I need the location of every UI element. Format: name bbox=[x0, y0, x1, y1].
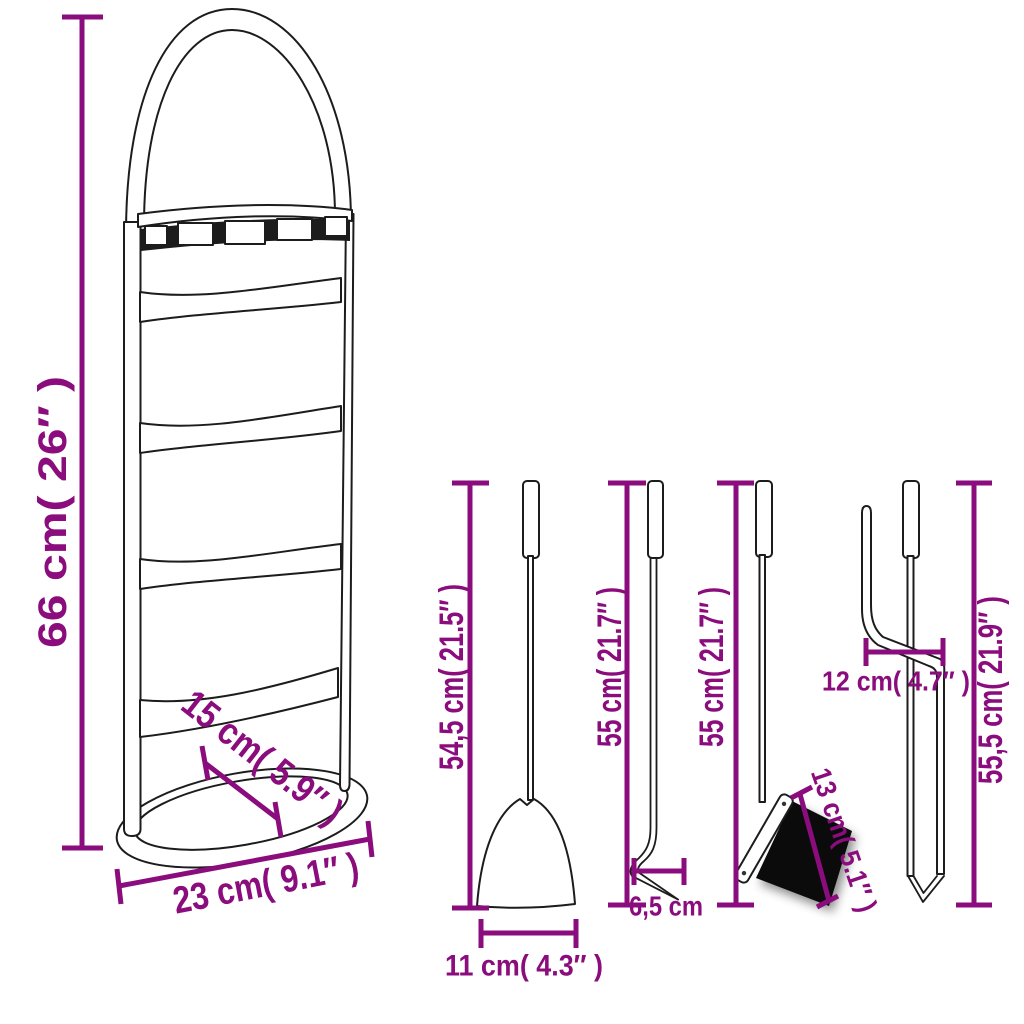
stand-height-label: 66 cm( 26″ ) bbox=[31, 376, 75, 648]
brush-handle bbox=[755, 480, 773, 558]
stand-arch-outer bbox=[125, 8, 352, 235]
stand-hook-square bbox=[276, 218, 313, 241]
brush-drawing bbox=[734, 480, 852, 906]
brush-plate-screw bbox=[781, 801, 787, 807]
brush-shaft bbox=[758, 554, 766, 803]
dim-cap bbox=[365, 820, 375, 858]
poker-height-label: 55 cm( 21.7″ ) bbox=[591, 587, 629, 747]
brush-bristle-head bbox=[756, 801, 852, 906]
fork-hook-label: 12 cm( 4.7″ ) bbox=[822, 666, 970, 697]
stand-band-1 bbox=[139, 277, 342, 323]
dim-cap bbox=[815, 893, 840, 910]
shovel-scoop bbox=[476, 798, 576, 909]
dim-cap bbox=[789, 784, 814, 801]
fork-main-shaft bbox=[906, 555, 915, 877]
stand-hook-bar bbox=[137, 204, 353, 228]
dim-cap bbox=[272, 801, 284, 838]
poker-handle bbox=[647, 480, 664, 559]
stand-hook-square bbox=[177, 222, 214, 246]
fork-handle bbox=[902, 480, 920, 559]
dim-line-stand-width bbox=[118, 836, 371, 889]
brush-height-label: 55 cm( 21.7″ ) bbox=[693, 587, 731, 747]
shovel-height-label: 54,5 cm( 21.5″ ) bbox=[433, 584, 471, 770]
shovel-shaft bbox=[527, 555, 534, 801]
stand-hook-square bbox=[144, 225, 168, 246]
fork-tip-inner bbox=[912, 875, 938, 894]
stand-hook-square bbox=[224, 220, 266, 245]
stand-hook-square bbox=[324, 216, 348, 237]
dim-cap bbox=[114, 868, 124, 905]
shovel-drawing bbox=[476, 480, 576, 909]
poker-tip-label: 6,5 cm bbox=[629, 891, 703, 922]
dim-cap bbox=[199, 745, 211, 781]
brush-mount-plate bbox=[734, 793, 794, 884]
shovel-handle bbox=[522, 480, 540, 559]
stand-band-2 bbox=[139, 405, 342, 454]
fork-height-label: 55,5 cm( 21.9″ ) bbox=[972, 596, 1010, 784]
brush-plate-screw bbox=[741, 870, 747, 876]
stand-arch-inner bbox=[143, 29, 336, 227]
stand-drawing bbox=[115, 8, 369, 869]
brush-plate-body bbox=[734, 793, 794, 884]
dimension-annotations bbox=[62, 14, 992, 948]
dim-line-brush-head bbox=[797, 793, 832, 902]
fork-tip-outer bbox=[907, 875, 945, 903]
stand-band-3 bbox=[139, 543, 342, 590]
poker-shaft-left-edge bbox=[629, 557, 679, 901]
poker-shaft-right-edge bbox=[637, 557, 679, 901]
dim-line-stand-depth bbox=[203, 761, 280, 821]
poker-drawing bbox=[629, 480, 679, 901]
stand-band-4 bbox=[139, 667, 339, 738]
stand-left-post bbox=[123, 221, 142, 837]
shovel-width-label: 11 cm( 4.3″ ) bbox=[445, 950, 603, 983]
stand-right-post bbox=[339, 213, 355, 792]
